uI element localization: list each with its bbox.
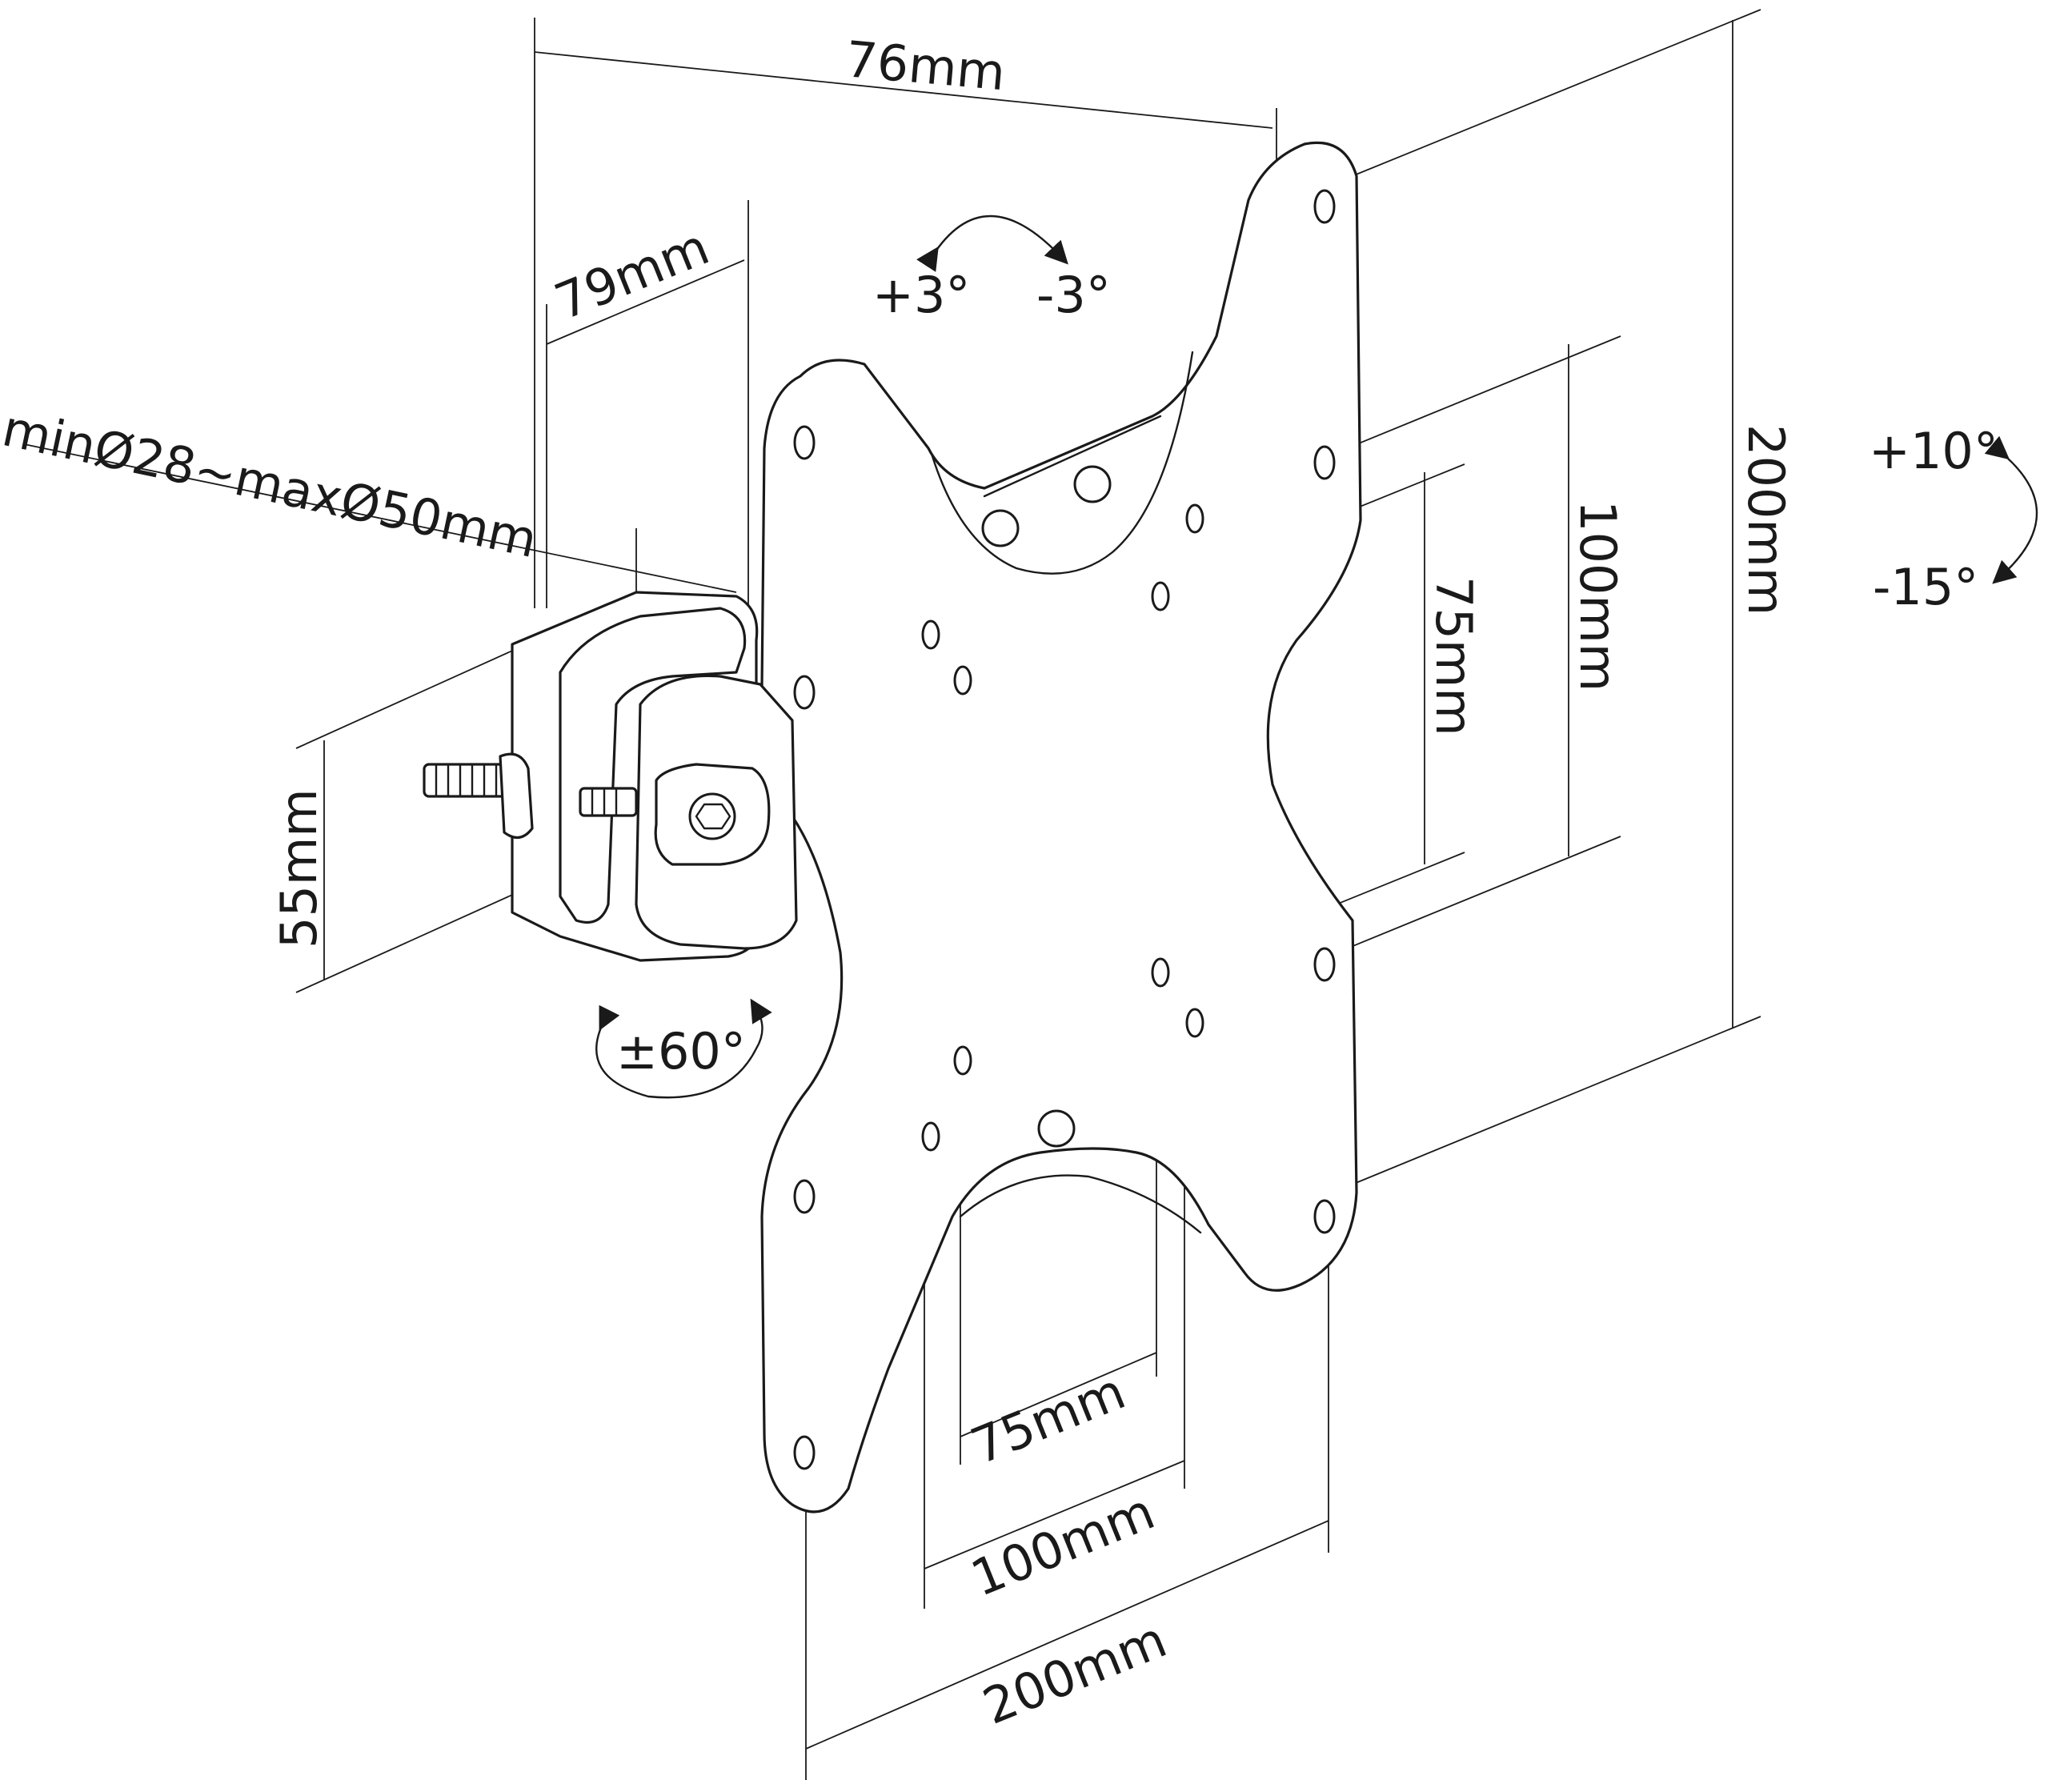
pipe-clamp — [423, 591, 798, 962]
label-tilt-minus: -15° — [1873, 558, 1978, 616]
label-vesa-h-200: 200mm — [1737, 424, 1795, 615]
label-vesa-w-200: 200mm — [975, 1610, 1174, 1736]
label-swivel: ±60° — [616, 1022, 746, 1080]
label-vesa-h-75: 75mm — [1425, 576, 1483, 736]
label-vesa-w-75: 75mm — [963, 1361, 1132, 1475]
label-rotate-minus: -3° — [1036, 266, 1111, 324]
label-depth-79: 79mm — [547, 217, 716, 331]
vesa-plate — [760, 141, 1362, 1513]
label-vesa-w-100: 100mm — [963, 1482, 1162, 1608]
label-width-76: 76mm — [844, 30, 1008, 102]
rotation-arrows — [595, 215, 2038, 1099]
label-vesa-h-100: 100mm — [1569, 500, 1627, 692]
label-pipe-diameter: minØ28~maxØ50mm — [0, 399, 542, 569]
label-height-55: 55mm — [270, 788, 328, 948]
label-tilt-plus: +10° — [1869, 422, 1998, 480]
vesa-holes — [793, 189, 1336, 1470]
label-rotate-plus: +3° — [872, 266, 970, 324]
